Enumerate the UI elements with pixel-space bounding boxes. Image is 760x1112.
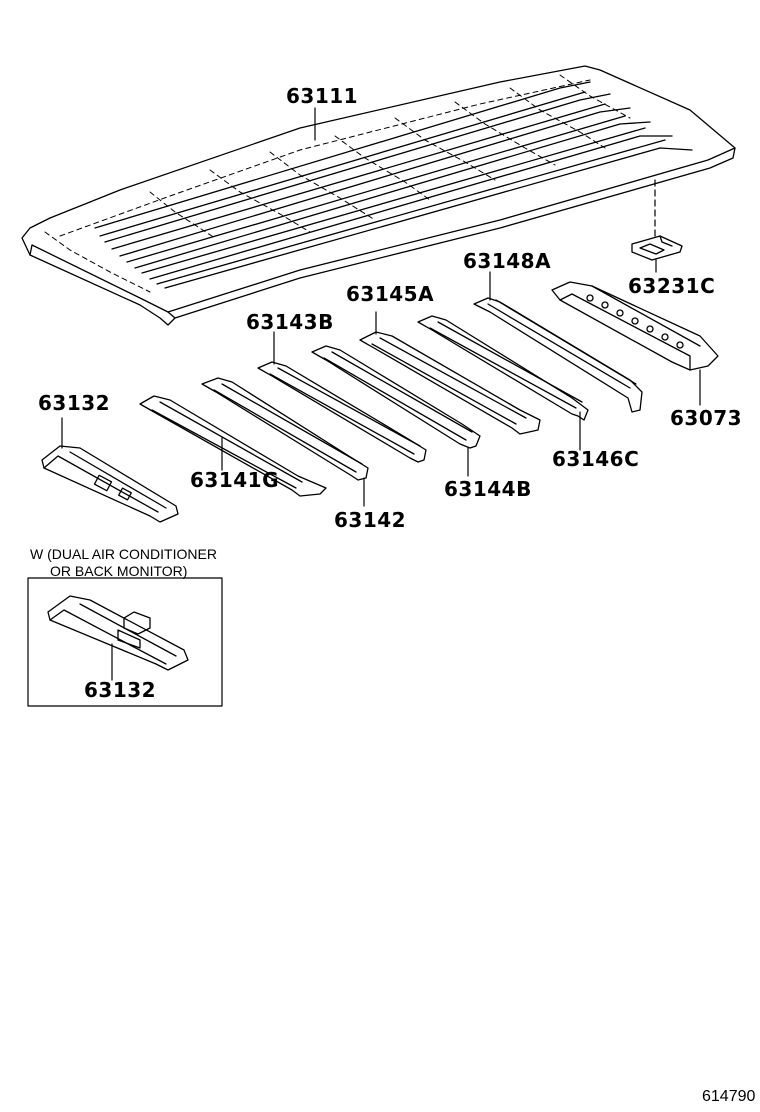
label-63111: 63111 <box>286 84 359 108</box>
inset-box <box>27 577 223 707</box>
roof-bow-lower <box>311 345 481 477</box>
roof-bow-63146c <box>473 271 643 413</box>
roof-bow-63143b <box>257 331 427 463</box>
diagram-id: 614790 <box>702 1088 756 1105</box>
label-63144b: 63144B <box>444 477 532 501</box>
roof-bow-63144b <box>359 311 541 435</box>
label-63073: 63073 <box>670 406 743 430</box>
label-63146c: 63146C <box>552 447 640 471</box>
label-63143b: 63143B <box>246 310 334 334</box>
roof-bow-63145a <box>417 315 589 451</box>
inset-note-line1: W (DUAL AIR CONDITIONER <box>30 546 217 562</box>
roof-bow-63073 <box>551 281 719 406</box>
label-63231c: 63231C <box>628 274 716 298</box>
roof-bow-63141g <box>139 395 327 497</box>
label-63141g: 63141G <box>190 468 279 492</box>
label-63148a: 63148A <box>463 249 552 273</box>
header-panel-63132 <box>41 417 179 523</box>
label-63132-top: 63132 <box>38 391 111 415</box>
inset-note-line2: OR BACK MONITOR) <box>50 563 188 579</box>
roof-panel <box>21 65 736 326</box>
label-63132-inset: 63132 <box>84 678 157 702</box>
roof-bow-63142 <box>201 377 369 507</box>
label-63145a: 63145A <box>346 282 435 306</box>
label-63142: 63142 <box>334 508 407 532</box>
bracket-63231c <box>631 235 683 273</box>
